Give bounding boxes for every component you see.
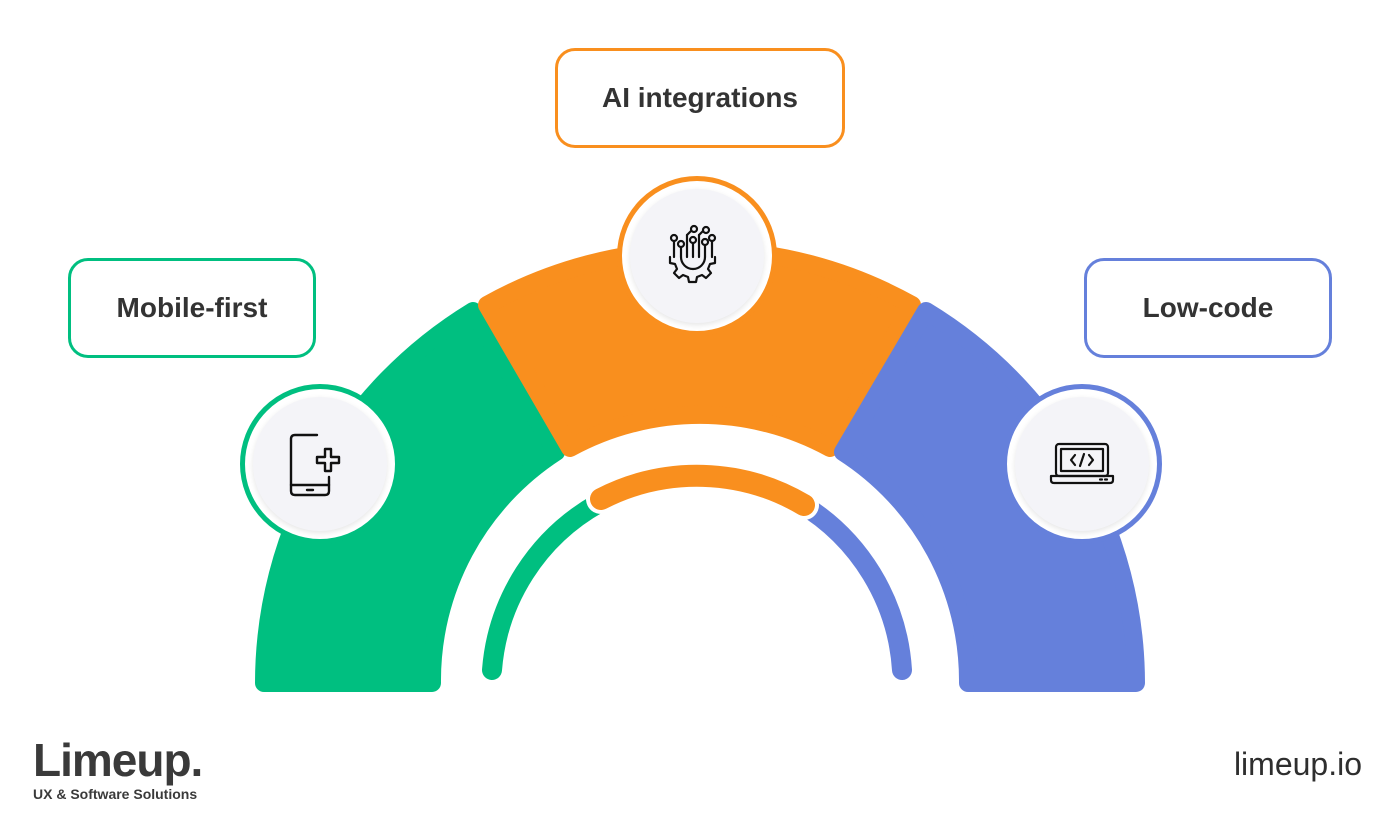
mobile-plus-icon (289, 433, 341, 497)
segment-low-code (834, 302, 1145, 692)
label-low-code: Low-code (1084, 258, 1332, 358)
inner-arc-green (482, 493, 609, 680)
label-low-code-text: Low-code (1142, 292, 1274, 323)
label-ai-integrations: AI integrations (555, 48, 845, 148)
inner-arc-blue (790, 493, 912, 680)
label-mobile-first: Mobile-first (68, 258, 316, 358)
icon-circle-mobile-first (240, 384, 400, 544)
label-mobile-first-text: Mobile-first (116, 292, 268, 323)
icon-circle-low-code (1002, 384, 1162, 544)
segment-mobile-first (255, 302, 565, 692)
inner-arc-orange (590, 464, 815, 516)
brand-logo: Limeup. UX & Software Solutions (33, 734, 203, 802)
label-ai-integrations-text: AI integrations (601, 82, 798, 113)
laptop-code-icon (1049, 442, 1115, 485)
brand-tagline: UX & Software Solutions (33, 786, 198, 802)
website-link[interactable]: limeup.io (1233, 746, 1362, 782)
segment-ai-integrations (478, 240, 921, 457)
icon-circle-ai-integrations (617, 176, 777, 336)
brand-name: Limeup. (33, 734, 203, 786)
ai-gear-circuit-icon (668, 224, 717, 284)
